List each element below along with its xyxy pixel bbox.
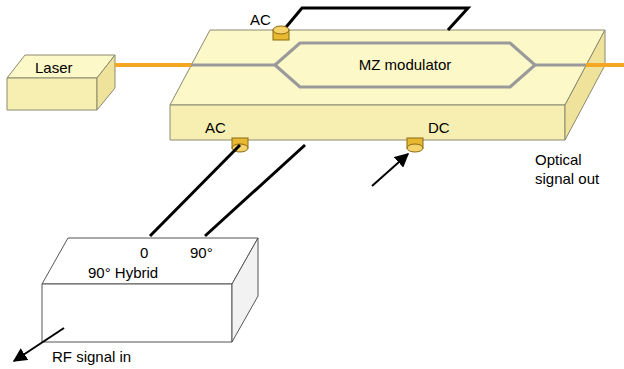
box-title: 90° Hybrid bbox=[88, 264, 158, 281]
hybrid-box: 0 90° 90° Hybrid bbox=[40, 236, 260, 344]
port-label: 90° bbox=[190, 244, 213, 261]
optical-fiber bbox=[115, 63, 165, 67]
rf-cable bbox=[205, 145, 305, 236]
dc-arrow bbox=[372, 154, 408, 186]
connector-label: DC bbox=[428, 118, 450, 137]
signal-label: Optical signal out bbox=[535, 150, 615, 188]
signal-label: RF signal in bbox=[52, 347, 131, 366]
connector-label: AC bbox=[250, 10, 271, 29]
mz-waveguide bbox=[191, 43, 586, 87]
hybrid-box bbox=[42, 238, 258, 342]
connector-label: AC bbox=[205, 118, 226, 137]
box-title: Laser bbox=[35, 59, 73, 76]
rf-cable bbox=[150, 145, 240, 236]
rf-cable bbox=[282, 8, 468, 32]
laser-box: Laser bbox=[5, 52, 115, 112]
laser-box bbox=[7, 55, 115, 110]
output-fiber bbox=[586, 63, 624, 67]
modulator-slab bbox=[170, 30, 605, 140]
dc-connector bbox=[407, 138, 423, 152]
ac-connector bbox=[273, 26, 289, 40]
input-fiber bbox=[165, 63, 192, 67]
mz-modulator: MZ modulator bbox=[165, 0, 610, 145]
port-label: 0 bbox=[140, 244, 148, 261]
box-title: MZ modulator bbox=[315, 56, 495, 73]
